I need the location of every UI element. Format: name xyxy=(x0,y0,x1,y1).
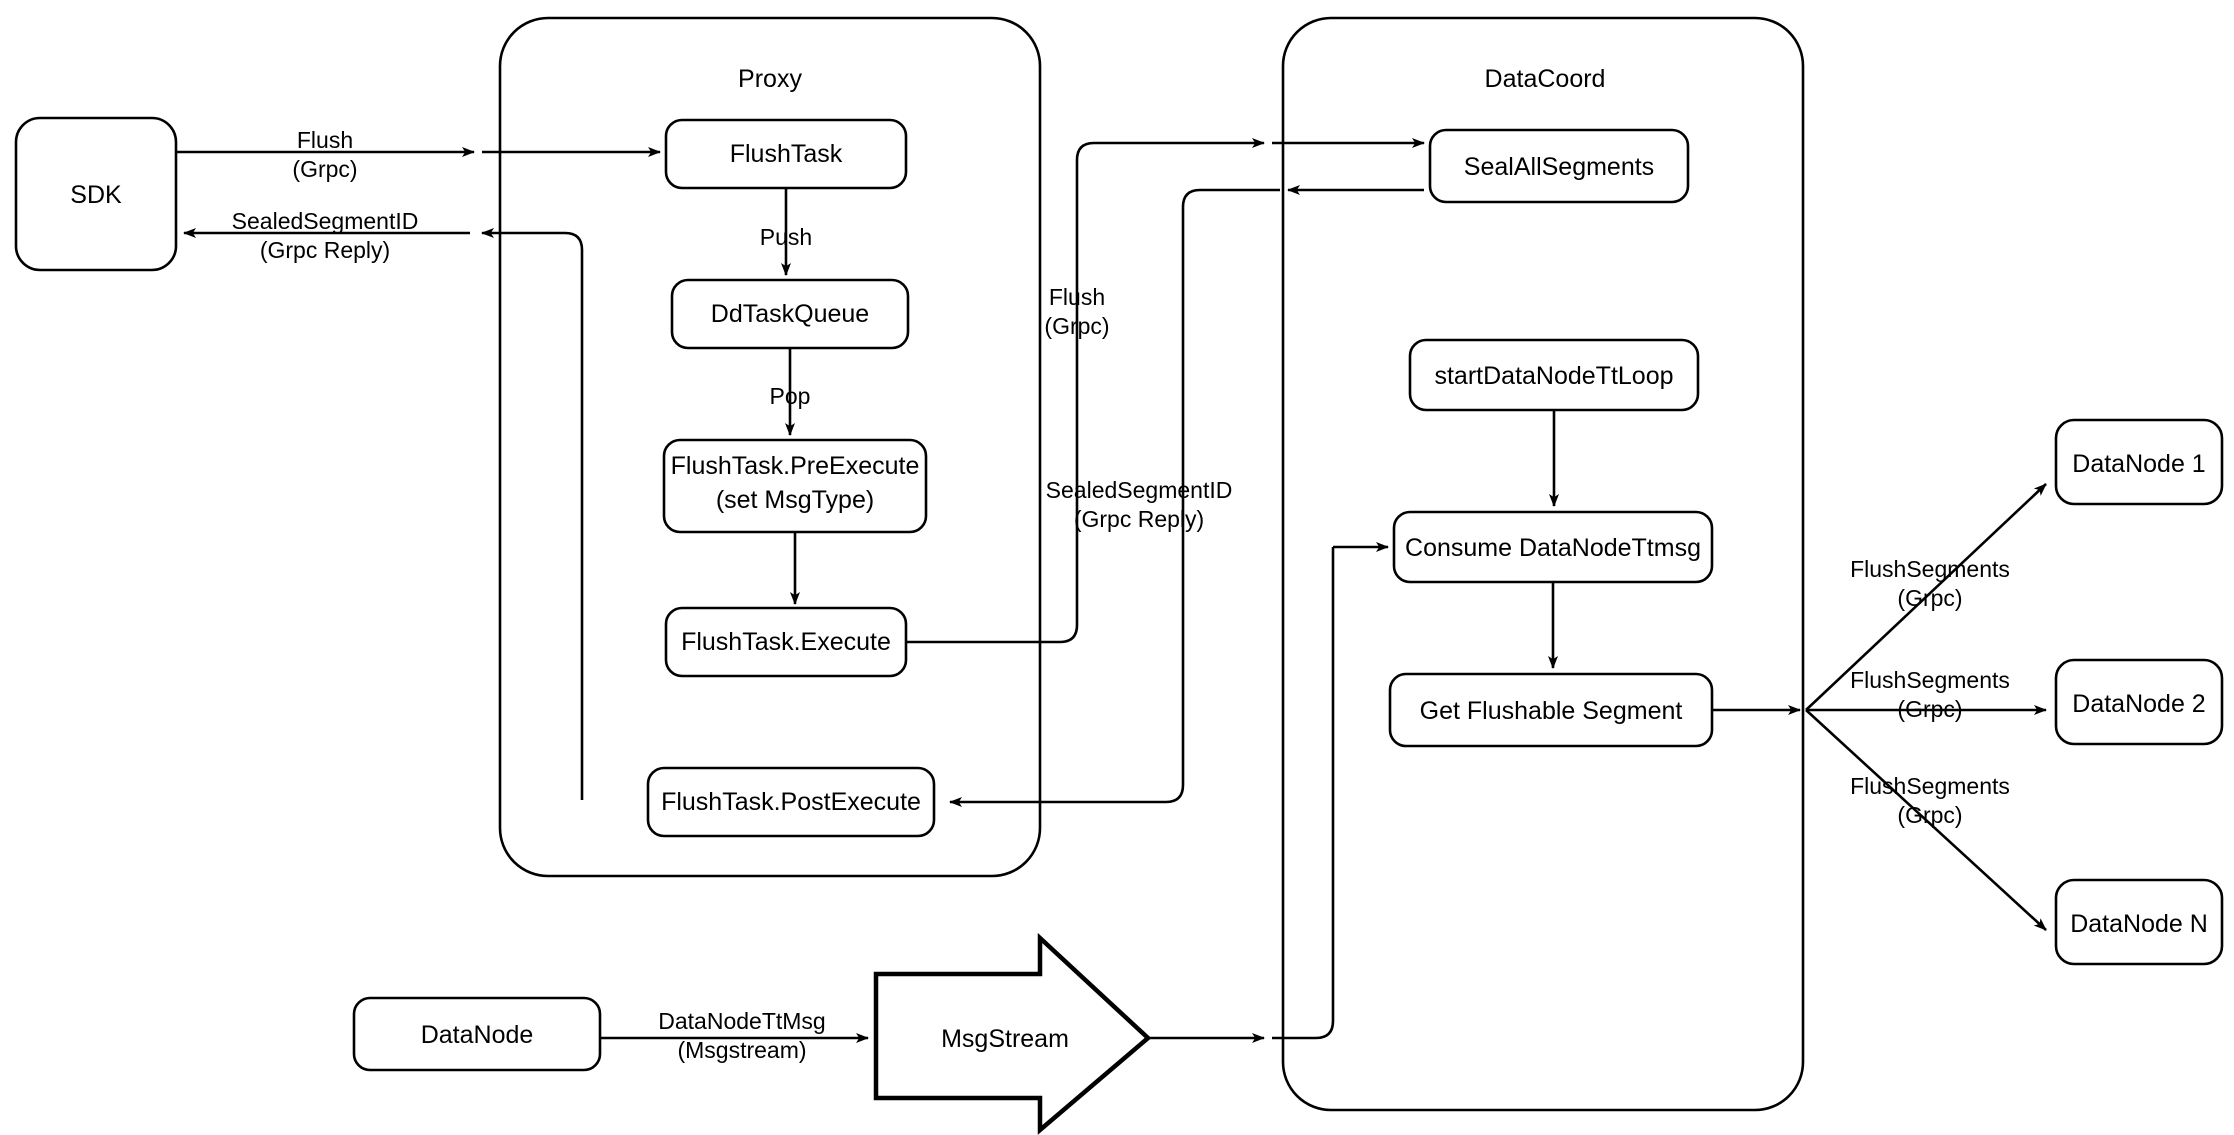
node-getflushablesegment-label: Get Flushable Segment xyxy=(1420,697,1683,725)
node-datanode-2[interactable] xyxy=(2054,658,2224,746)
node-datanode-1[interactable] xyxy=(2054,418,2224,506)
group-proxy-label: Proxy xyxy=(738,65,802,93)
node-sdk-label: SDK xyxy=(70,181,122,209)
node-datanode-1-label: DataNode 1 xyxy=(2072,450,2205,478)
edge-flushsegments-2-label-1: FlushSegments xyxy=(1850,667,2010,693)
group-datacoord xyxy=(1281,16,1805,1112)
edge-execute-to-coord xyxy=(906,138,1265,644)
edge-coord-to-postexecute xyxy=(949,188,1280,807)
edge-coord-to-proxy-label-2: (Grpc Reply) xyxy=(1074,506,1204,532)
edge-coord-to-proxy-label-1: SealedSegmentID xyxy=(1046,477,1233,503)
edge-flushsegments-1-label-2: (Grpc) xyxy=(1897,585,1962,611)
edge-flushsegments-1-label-1: FlushSegments xyxy=(1850,556,2010,582)
node-consumedatanodettmsg-label: Consume DataNodeTtmsg xyxy=(1405,534,1701,562)
node-datanode-n-label: DataNode N xyxy=(2070,910,2208,938)
node-datanode-2-label: DataNode 2 xyxy=(2072,690,2205,718)
node-sdk[interactable] xyxy=(14,116,178,272)
node-postexecute-label: FlushTask.PostExecute xyxy=(661,788,921,816)
node-startdatanodettloop-label: startDataNodeTtLoop xyxy=(1434,362,1673,390)
node-ddtaskqueue-label: DdTaskQueue xyxy=(711,300,869,328)
edge-fanout-to-datanode-1 xyxy=(1805,483,2047,711)
node-sealallsegments-label: SealAllSegments xyxy=(1464,153,1654,181)
group-proxy xyxy=(498,16,1042,878)
node-datanode-source-label: DataNode xyxy=(421,1021,534,1049)
edge-postexecute-to-sdk-return xyxy=(481,228,584,800)
edge-datanode-tt-label-1: DataNodeTtMsg xyxy=(658,1008,825,1034)
edge-flushsegments-n-label-2: (Grpc) xyxy=(1897,802,1962,828)
edge-proxy-to-sdk-label-2: (Grpc Reply) xyxy=(260,237,390,263)
edge-proxy-to-coord-label-2: (Grpc) xyxy=(1044,313,1109,339)
edge-proxy-to-coord-label-1: Flush xyxy=(1049,284,1105,310)
group-datacoord-label: DataCoord xyxy=(1485,65,1606,93)
node-sealallsegments[interactable] xyxy=(1428,128,1690,204)
edge-datanode-tt-label-2: (Msgstream) xyxy=(677,1037,806,1063)
node-datanode-n[interactable] xyxy=(2054,878,2224,966)
node-preexecute-label-2: (set MsgType) xyxy=(716,486,874,514)
node-preexecute-label-1: FlushTask.PreExecute xyxy=(671,452,920,480)
node-msgstream[interactable] xyxy=(873,932,1152,1135)
edge-sdk-to-proxy-label-1: Flush xyxy=(297,127,353,153)
node-postexecute[interactable] xyxy=(646,766,936,838)
edge-coord-to-consume xyxy=(1272,547,1335,1040)
node-msgstream-label: MsgStream xyxy=(941,1025,1069,1053)
node-datanode-source[interactable] xyxy=(352,996,602,1072)
edge-push-label: Push xyxy=(760,224,812,250)
edge-sdk-to-proxy-label-2: (Grpc) xyxy=(292,156,357,182)
edge-proxy-to-sdk-label-1: SealedSegmentID xyxy=(232,208,419,234)
edge-flushsegments-2-label-2: (Grpc) xyxy=(1897,696,1962,722)
node-flushtask-label: FlushTask xyxy=(730,140,843,168)
edge-fanout-to-datanode-n xyxy=(1805,709,2047,931)
edge-flushsegments-n-label-1: FlushSegments xyxy=(1850,773,2010,799)
node-execute-label: FlushTask.Execute xyxy=(681,628,891,656)
edge-pop-label: Pop xyxy=(770,383,811,409)
